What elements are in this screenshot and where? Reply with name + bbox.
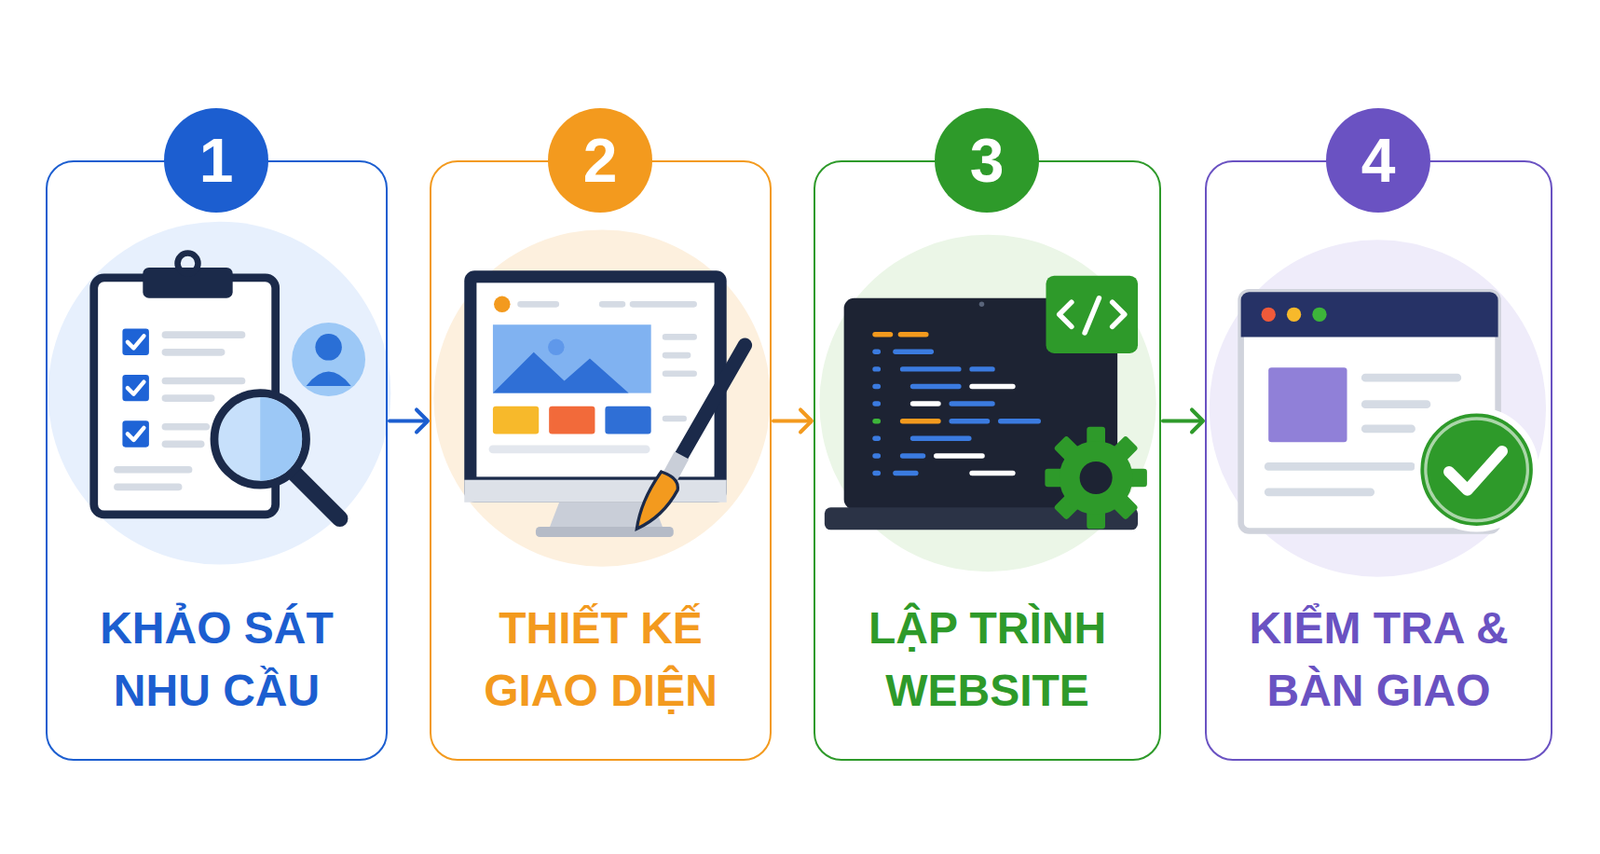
code-line [910,383,962,389]
code-line [872,331,893,337]
code-line [998,418,1041,424]
clipboard-icon [94,253,366,520]
step-card: KIỂM TRA & BÀN GIAO4 [1204,160,1553,761]
step-card: KHẢO SÁT NHU CẦU1 [45,160,388,761]
callout-number: 4 [1361,129,1396,192]
callout-number: 1 [199,129,234,192]
arrow-shaft [773,418,808,423]
glow [1209,239,1546,576]
code-line [872,383,881,389]
flow-arrow [1162,409,1204,432]
code-line [872,418,881,424]
callout-number: 2 [583,129,618,192]
code-line [969,470,1015,476]
code-line [900,366,962,371]
code-line [898,331,930,337]
step-card: THIẾT KẾ GIAO DIỆN2 [429,160,772,761]
code-line [900,418,942,424]
callout-number: 3 [970,129,1005,192]
step-card: LẬP TRÌNH WEBSITE3 [813,160,1162,761]
step-number: 1 [164,108,269,213]
code-line [892,470,918,476]
code-line [872,366,881,371]
step-title: THIẾT KẾ GIAO DIỆN [442,596,759,722]
code-line [872,470,881,476]
step-number: 4 [1326,108,1431,213]
step-title: KIỂM TRA & BÀN GIAO [1217,596,1540,722]
code-line [872,349,881,355]
code-line [933,452,985,458]
flow-arrow [773,409,812,432]
code-line [948,400,995,406]
code-line [872,400,881,406]
code-line [969,383,1015,389]
step-number: 3 [934,108,1040,213]
laptop-icon [824,275,1148,531]
flow-arrow [389,409,428,432]
code-line [948,418,990,424]
code-line [910,436,972,441]
browser-icon [1241,291,1536,531]
arrow-head [1191,409,1204,432]
glow [433,229,770,566]
code-line [872,452,881,458]
code-line [910,400,942,406]
monitor-icon [464,270,745,537]
arrow-head [800,409,812,432]
glow [819,234,1156,572]
arrow-shaft [389,418,424,423]
step-number: 2 [547,108,653,213]
code-line [969,366,995,371]
code-line [872,436,881,441]
arrow-shaft [1162,418,1200,423]
code-line [900,452,926,458]
arrow-head [416,409,428,432]
code-line [892,349,934,355]
glow [47,221,391,565]
step-title: KHẢO SÁT NHU CẦU [58,596,375,722]
step-title: LẬP TRÌNH WEBSITE [826,596,1149,722]
